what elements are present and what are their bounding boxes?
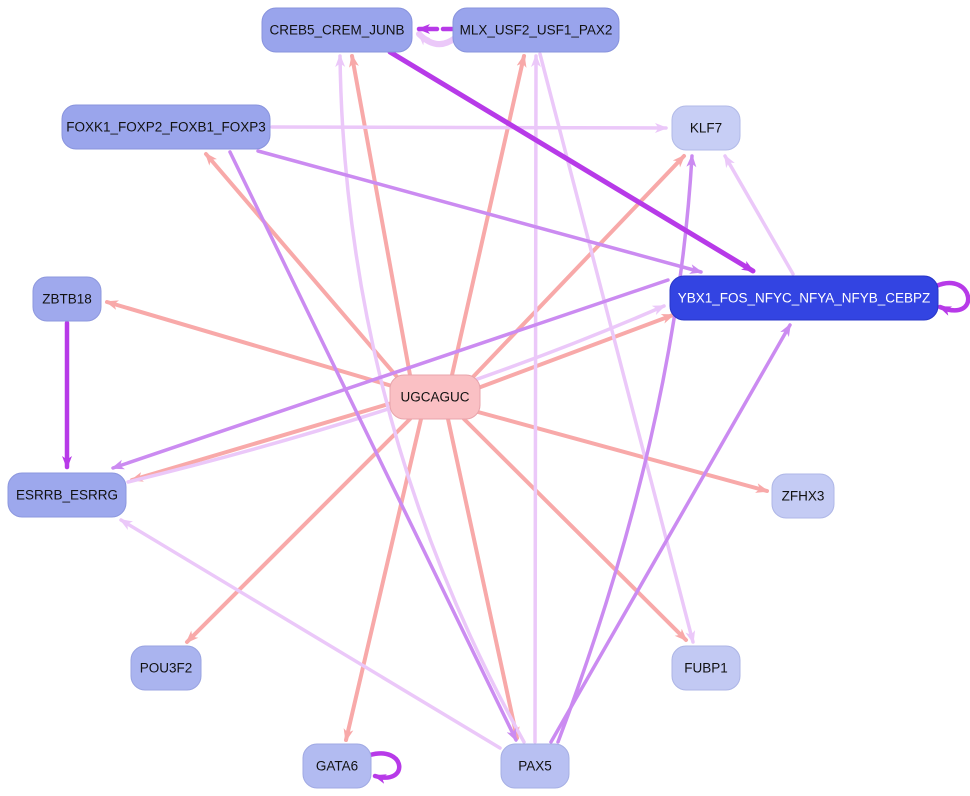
edge-PAX5-to-ESRRB_ESRRG (119, 518, 502, 750)
node-box-FOXK1_FOXP2_FOXB1_FOXP3[interactable] (61, 104, 271, 150)
edge-UGCAGUC-to-CREB5_CREM_JUNB (349, 54, 412, 377)
node-label-GATA6: GATA6 (316, 759, 358, 774)
node-POU3F2[interactable]: POU3F2 (130, 645, 202, 691)
edge-PAX5-to-MLX_USF2_USF1_PAX2 (530, 54, 541, 744)
edge-PAX5-to-KLF7 (556, 154, 697, 744)
edge-PAX5-to-YBX1_FOS_NFYC_NFYA_NFYB_CEBPZ (549, 323, 792, 744)
node-box-ESRRB_ESRRG[interactable] (7, 472, 127, 518)
node-MLX_USF2_USF1_PAX2[interactable]: MLX_USF2_USF1_PAX2 (452, 7, 620, 53)
edge-UGCAGUC-to-ZBTB18 (105, 300, 394, 388)
node-label-ZBTB18: ZBTB18 (42, 292, 92, 307)
node-KLF7[interactable]: KLF7 (671, 105, 741, 151)
node-layer: CREB5_CREM_JUNB MLX_USF2_USF1_PAX2FOXK1_F… (7, 7, 939, 789)
node-box-FUBP1[interactable] (671, 645, 741, 691)
edge-FOXK1_FOXP2_FOXB1_FOXP3-to-KLF7 (270, 122, 668, 133)
node-box-KLF7[interactable] (671, 105, 741, 151)
node-label-FUBP1: FUBP1 (684, 661, 728, 676)
edge-UGCAGUC-to-ZFHX3 (476, 410, 769, 493)
edge-UGCAGUC-to-ESRRB_ESRRG (130, 401, 394, 482)
node-label-UGCAGUC: UGCAGUC (400, 390, 469, 405)
node-label-MLX_USF2_USF1_PAX2: MLX_USF2_USF1_PAX2 (460, 23, 613, 38)
edge-YBX1_FOS_NFYC_NFYA_NFYB_CEBPZ-to-KLF7 (723, 154, 795, 276)
node-box-ZBTB18[interactable] (32, 276, 102, 322)
edge-layer (62, 24, 970, 784)
node-FUBP1[interactable]: FUBP1 (671, 645, 741, 691)
node-YBX1_FOS_NFYC_NFYA_NFYB_CEBPZ[interactable]: YBX1_FOS_NFYC_NFYA_NFYB_CEBPZ (669, 275, 939, 321)
node-box-ZFHX3[interactable] (771, 473, 835, 519)
node-label-FOXK1_FOXP2_FOXB1_FOXP3: FOXK1_FOXP2_FOXB1_FOXP3 (66, 120, 266, 135)
node-box-YBX1_FOS_NFYC_NFYA_NFYB_CEBPZ[interactable] (669, 275, 939, 321)
node-ESRRB_ESRRG[interactable]: ESRRB_ESRRG (7, 472, 127, 518)
node-UGCAGUC[interactable]: UGCAGUC (389, 374, 481, 420)
node-label-ZFHX3: ZFHX3 (782, 489, 825, 504)
node-box-PAX5[interactable] (500, 743, 570, 789)
node-ZBTB18[interactable]: ZBTB18 (32, 276, 102, 322)
node-box-MLX_USF2_USF1_PAX2[interactable] (452, 7, 620, 53)
node-box-GATA6[interactable] (302, 743, 372, 789)
edge-CREB5_CREM_JUNB-to-YBX1_FOS_NFYC_NFYA_NFYB_CEBPZ (387, 49, 756, 274)
edge-GATA6-to-GATA6 (367, 751, 402, 784)
node-label-CREB5_CREM_JUNB: CREB5_CREM_JUNB (269, 23, 404, 38)
node-label-POU3F2: POU3F2 (140, 661, 193, 676)
node-PAX5[interactable]: PAX5 (500, 743, 570, 789)
node-label-KLF7: KLF7 (690, 121, 722, 136)
node-box-POU3F2[interactable] (130, 645, 202, 691)
edge-UGCAGUC-to-FUBP1 (462, 417, 688, 642)
edge-UGCAGUC-to-PAX5 (446, 417, 520, 740)
node-label-ESRRB_ESRRG: ESRRB_ESRRG (16, 488, 118, 503)
edge-UGCAGUC-to-YBX1_FOS_NFYC_NFYA_NFYB_CEBPZ (476, 313, 675, 390)
edge-YBX1_FOS_NFYC_NFYA_NFYB_CEBPZ-to-ESRRB_ESRRG (111, 278, 670, 470)
node-CREB5_CREM_JUNB[interactable]: CREB5_CREM_JUNB (261, 7, 413, 53)
node-box-CREB5_CREM_JUNB[interactable] (261, 7, 413, 53)
edge-MLX_USF2_USF1_PAX2-to-FUBP1 (538, 52, 696, 644)
node-ZFHX3[interactable]: ZFHX3 (771, 473, 835, 519)
edge-YBX1_FOS_NFYC_NFYA_NFYB_CEBPZ-to-YBX1_FOS_NFYC_NFYA_NFYB_CEBPZ (933, 280, 970, 316)
node-GATA6[interactable]: GATA6 (302, 743, 372, 789)
edge-FOXK1_FOXP2_FOXB1_FOXP3-to-PAX5 (228, 150, 518, 742)
edge-MLX_USF2_USF1_PAX2-to-CREB5_CREM_JUNB (416, 31, 458, 47)
node-box-UGCAGUC[interactable] (389, 374, 481, 420)
edge-UGCAGUC-to-KLF7 (470, 154, 686, 380)
edge-FOXK1_FOXP2_FOXB1_FOXP3-to-YBX1_FOS_NFYC_NFYA_NFYB_CEBPZ (256, 149, 703, 274)
edge-UGCAGUC-to-POU3F2 (185, 417, 412, 644)
node-label-PAX5: PAX5 (518, 759, 552, 774)
node-label-YBX1_FOS_NFYC_NFYA_NFYB_CEBPZ: YBX1_FOS_NFYC_NFYA_NFYB_CEBPZ (678, 291, 931, 306)
node-FOXK1_FOXP2_FOXB1_FOXP3[interactable]: FOXK1_FOXP2_FOXB1_FOXP3 (61, 104, 271, 150)
edge-UGCAGUC-to-FOXK1_FOXP2_FOXB1_FOXP3 (204, 152, 400, 380)
